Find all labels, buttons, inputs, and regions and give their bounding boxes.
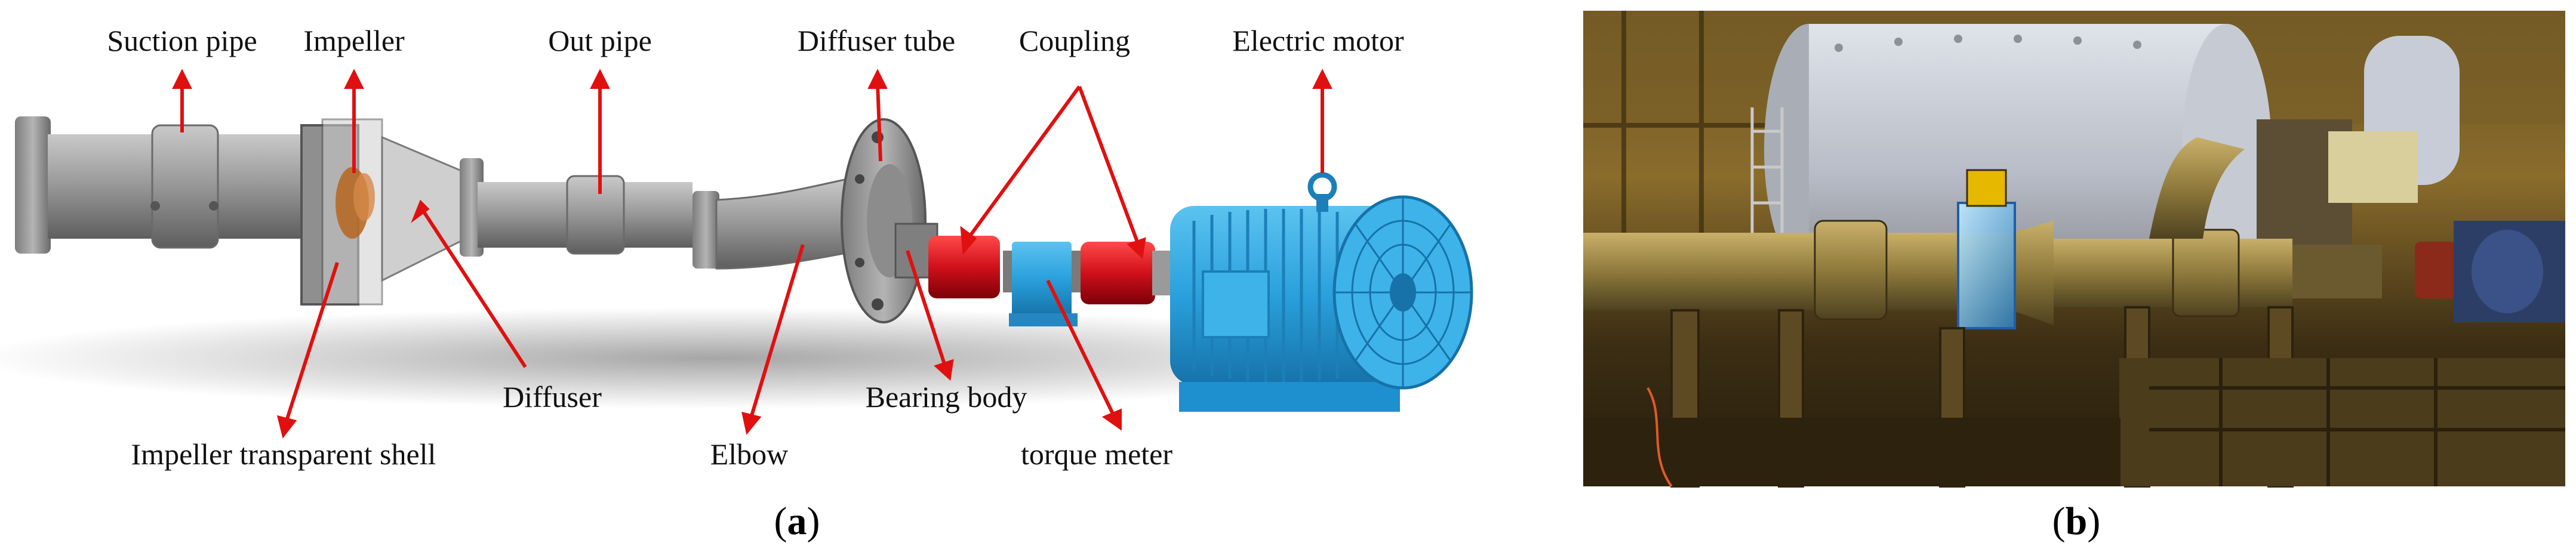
label-electric-motor: Electric motor bbox=[1232, 24, 1404, 57]
panel-b-photo bbox=[1583, 11, 2565, 488]
coupling-2 bbox=[1081, 242, 1155, 304]
label-coupling: Coupling bbox=[1019, 24, 1130, 57]
label-impeller: Impeller bbox=[303, 24, 405, 57]
suction-pipe-body bbox=[15, 116, 310, 254]
label-elbow: Elbow bbox=[710, 437, 789, 471]
panel-a-caption: (a) bbox=[774, 499, 820, 543]
electric-motor-body bbox=[1152, 172, 1473, 412]
impeller-shell bbox=[300, 118, 383, 306]
annotation-arrows bbox=[172, 69, 1332, 439]
torque-meter-body bbox=[1003, 242, 1081, 326]
label-impeller-transparent-shell: Impeller transparent shell bbox=[131, 437, 436, 471]
label-bearing-body: Bearing body bbox=[866, 380, 1027, 414]
label-suction-pipe: Suction pipe bbox=[107, 24, 257, 57]
coupling-1 bbox=[928, 236, 1000, 298]
label-out-pipe: Out pipe bbox=[548, 24, 652, 57]
label-diffuser-tube: Diffuser tube bbox=[798, 24, 955, 57]
panel-a-model bbox=[0, 116, 1473, 412]
label-diffuser: Diffuser bbox=[503, 380, 602, 414]
diffuser-tube-disc bbox=[841, 118, 927, 323]
label-torque-meter: torque meter bbox=[1021, 437, 1172, 471]
elbow-body bbox=[715, 178, 861, 270]
out-pipe-body bbox=[478, 175, 719, 269]
panel-b-caption: (b) bbox=[2052, 499, 2101, 543]
